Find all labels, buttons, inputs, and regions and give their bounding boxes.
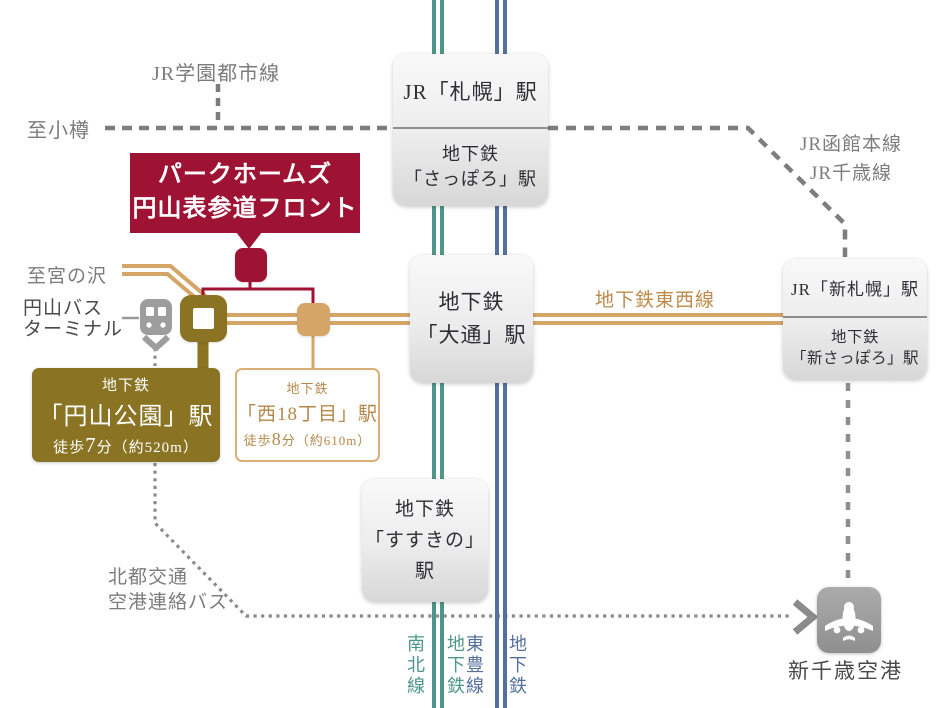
station-box-odori: 地下鉄 「大通」駅	[410, 255, 533, 383]
station-box-sapporo: JR「札幌」駅 地下鉄 「さっぽろ」駅	[393, 54, 548, 206]
nishi18-walk-time: 徒歩8分（約610m）	[243, 429, 372, 449]
jr-chitose-label: JR千歳線	[809, 163, 893, 184]
susukino-name: 地下鉄 「すすきの」駅	[364, 499, 485, 582]
shin-sapporo-subway-name: 地下鉄 「新さっぽろ」駅	[790, 329, 919, 367]
to-otaru-label: 至小樽	[27, 120, 90, 142]
toho-line-label: 東豊線	[464, 634, 484, 697]
new-chitose-airport-label: 新千歳空港	[788, 659, 903, 683]
toho-subway-label: 地下鉄	[507, 634, 527, 697]
maruyama-koen-station-marker	[180, 295, 227, 342]
jr-hakodate-chitose-dashed	[548, 125, 848, 257]
shin-sapporo-jr-name: JR「新札幌」駅	[791, 280, 919, 299]
namboku-line-label: 南北線	[405, 634, 425, 697]
maruyama-walk-time: 徒歩7分（約520m）	[53, 433, 199, 457]
station-box-susukino: 地下鉄 「すすきの」駅	[362, 479, 488, 602]
train-icon	[140, 299, 172, 351]
tozai-line-label: 地下鉄東西線	[595, 290, 716, 311]
station-box-divider	[783, 316, 927, 318]
chevron-right-icon	[792, 599, 819, 635]
nishi18-station-marker	[297, 303, 330, 336]
station-box-shin-sapporo: JR「新札幌」駅 地下鉄 「新さっぽろ」駅	[783, 259, 927, 380]
property-marker	[235, 248, 267, 282]
sapporo-subway-name: 地下鉄 「さっぽろ」駅	[404, 143, 537, 189]
maruyama-marker-center	[193, 308, 214, 329]
bus-terminal-label: 円山バス ターミナル	[23, 298, 124, 340]
bubble-tail	[236, 232, 262, 249]
namboku-subway-label: 地下鉄	[445, 634, 465, 697]
odori-name: 地下鉄 「大通」駅	[416, 290, 527, 347]
jr-hakodate-chitose-label: JR函館本線 JR千歳線	[790, 130, 912, 188]
access-box-nishi18: 地下鉄 「西18丁目」駅 徒歩8分（約610m）	[235, 368, 380, 462]
tozai-west-approach-gap	[122, 268, 205, 301]
jr-gakuen-toshi-label: JR学園都市線	[152, 63, 281, 85]
airport-marker	[817, 587, 881, 653]
sapporo-jr-name: JR「札幌」駅	[403, 79, 538, 104]
property-name-bubble: パークホームズ 円山表参道フロント	[130, 153, 360, 249]
to-miyanosawa-label: 至宮の沢	[27, 266, 108, 287]
hokuto-airport-bus-label: 北都交通 空港連絡バス	[108, 567, 229, 613]
station-box-divider	[393, 127, 548, 129]
airplane-icon	[825, 602, 873, 641]
access-box-maruyama-koen: 地下鉄 「円山公園」駅 徒歩7分（約520m）	[32, 368, 220, 462]
jr-hakodate-label: JR函館本線	[799, 134, 903, 155]
